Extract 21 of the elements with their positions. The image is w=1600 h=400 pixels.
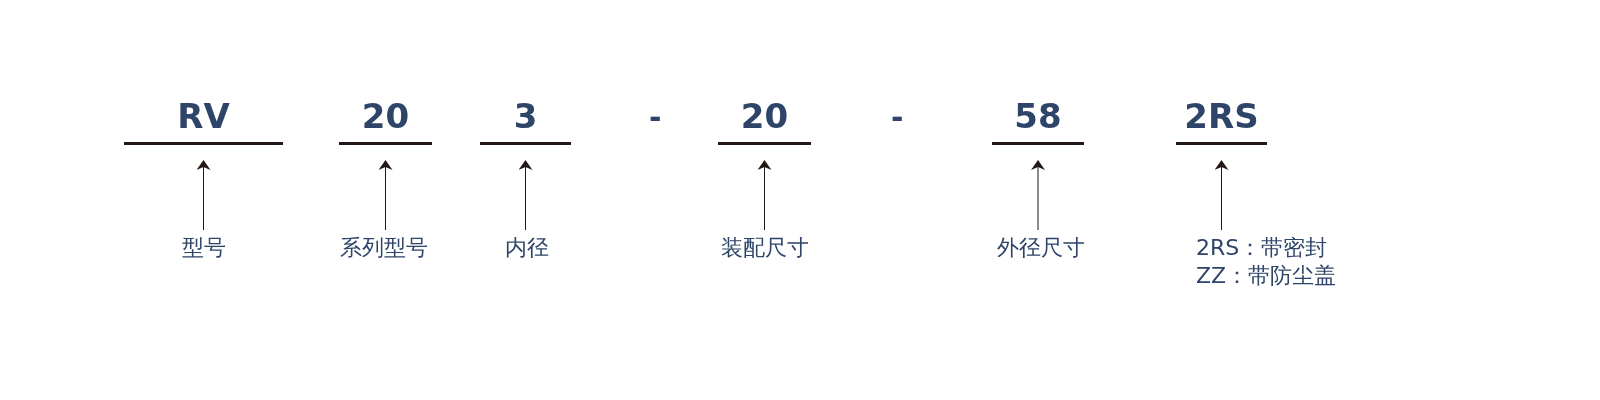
separator-dash: - — [891, 100, 904, 135]
arrow — [196, 160, 211, 231]
part-label: 型号 — [182, 234, 226, 262]
code-segment: 58 — [992, 96, 1084, 145]
part-label: 内径 — [505, 234, 549, 262]
code-segment: 20 — [718, 96, 811, 145]
code-segment: 3 — [480, 96, 571, 145]
option-text: 2RS：带密封 — [1196, 234, 1329, 262]
arrow — [757, 160, 772, 231]
separator-dash: - — [649, 100, 662, 135]
arrow — [1214, 160, 1229, 231]
code-segment: 2RS — [1176, 96, 1267, 145]
arrow — [1031, 160, 1045, 231]
part-label: 外径尺寸 — [997, 234, 1085, 262]
part-label: 系列型号 — [340, 234, 428, 262]
arrow — [518, 160, 533, 231]
option-text: ZZ：带防尘盖 — [1196, 262, 1337, 290]
arrow — [378, 160, 393, 231]
part-label: 装配尺寸 — [721, 234, 809, 262]
code-segment: 20 — [339, 96, 432, 145]
code-segment: RV — [124, 96, 283, 145]
